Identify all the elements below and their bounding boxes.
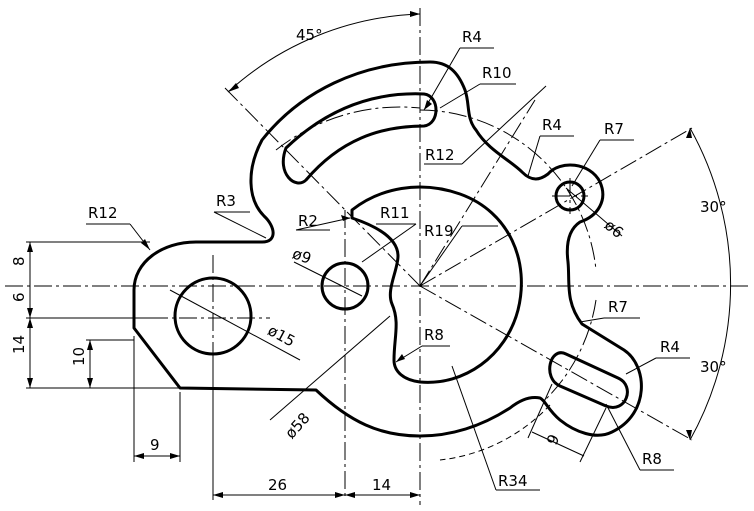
- dim-6-label: 6: [10, 292, 28, 302]
- r19-label: R19: [424, 222, 454, 240]
- curved-slot: [281, 92, 438, 185]
- r12-left-label: R12: [88, 204, 118, 222]
- r2-label: R2: [298, 212, 318, 230]
- dimension-labels: 45° 30° 30° R4 R10 R12 R4 R7 ø6 R12 R3 R…: [10, 26, 727, 494]
- dim-14-bottom-label: 14: [372, 476, 391, 494]
- angle-45-label: 45°: [296, 26, 323, 44]
- angle-30-bottom-label: 30°: [700, 358, 727, 376]
- outer-contour: [132, 60, 643, 438]
- dim-9-slot-label: 9: [543, 432, 563, 448]
- r34-label: R34: [498, 472, 528, 490]
- phi15-label: ø15: [265, 321, 298, 350]
- r11-label: R11: [380, 204, 410, 222]
- dim-9-left-label: 9: [150, 436, 160, 454]
- hole-phi9: [320, 261, 370, 311]
- phi58-label: ø58: [281, 409, 313, 442]
- r7-right-label: R7: [608, 298, 628, 316]
- phi6-label: ø6: [601, 216, 627, 242]
- straight-slot: [548, 351, 629, 409]
- phi9-label: ø9: [290, 244, 314, 267]
- central-cutout: [350, 185, 523, 384]
- r8-bottom-label: R8: [642, 450, 662, 468]
- dimension-lines: [26, 13, 732, 500]
- dim-14-label: 14: [10, 335, 28, 354]
- r8-mid-label: R8: [424, 326, 444, 344]
- r4-top-label: R4: [462, 28, 482, 46]
- dim-10-label: 10: [70, 347, 88, 366]
- construction-arc: [439, 404, 551, 461]
- r12-mid-label: R12: [425, 146, 455, 164]
- r7-top-label: R7: [604, 120, 624, 138]
- dim-26-label: 26: [268, 476, 287, 494]
- r4-right-label: R4: [542, 116, 562, 134]
- r10-label: R10: [482, 64, 512, 82]
- dim-8-label: 8: [10, 256, 28, 266]
- hole-phi15: [173, 276, 253, 356]
- r4-bottom-label: R4: [660, 338, 680, 356]
- arrowheads: [27, 11, 692, 498]
- angle-30-top-label: 30°: [700, 198, 727, 216]
- r3-label: R3: [216, 192, 236, 210]
